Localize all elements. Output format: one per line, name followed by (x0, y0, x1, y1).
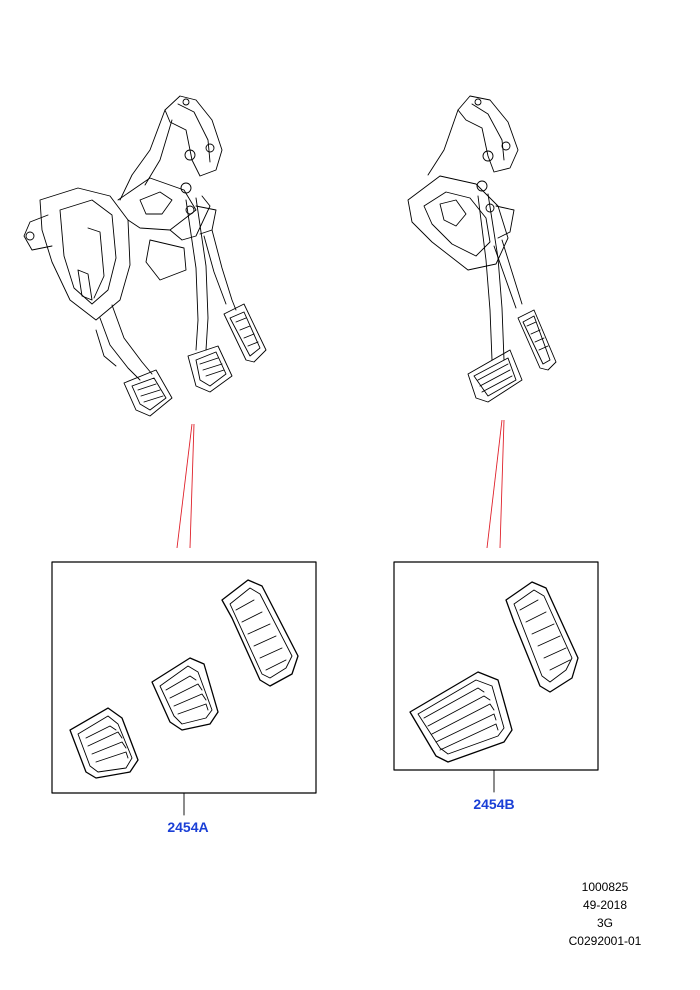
reference-line-4: C0292001-01 (568, 934, 642, 948)
leader-line (176, 423, 193, 549)
pedal-pad-long (221, 579, 299, 687)
callout-label-right: 2454B (473, 796, 514, 812)
pedal-pad-long-right (505, 581, 579, 693)
reference-line-3: 3G (596, 916, 613, 930)
reference-line-1: 1000825 (581, 880, 629, 894)
leader-line (486, 419, 503, 549)
leader-line (189, 423, 195, 549)
detail-box-left (51, 561, 317, 794)
pedal-pad-small (69, 707, 139, 779)
reference-block: 1000825 49-2018 3G C0292001-01 (540, 878, 670, 950)
pedal-assembly-three-pedal (23, 95, 267, 417)
pedal-pad-medium (151, 657, 219, 731)
pedal-assembly-two-pedal (407, 95, 557, 403)
detail-box-right (393, 561, 599, 771)
pedal-pad-wide (409, 671, 513, 763)
callout-label-left: 2454A (167, 819, 208, 835)
reference-line-2: 49-2018 (582, 898, 628, 912)
leader-line (499, 419, 505, 549)
